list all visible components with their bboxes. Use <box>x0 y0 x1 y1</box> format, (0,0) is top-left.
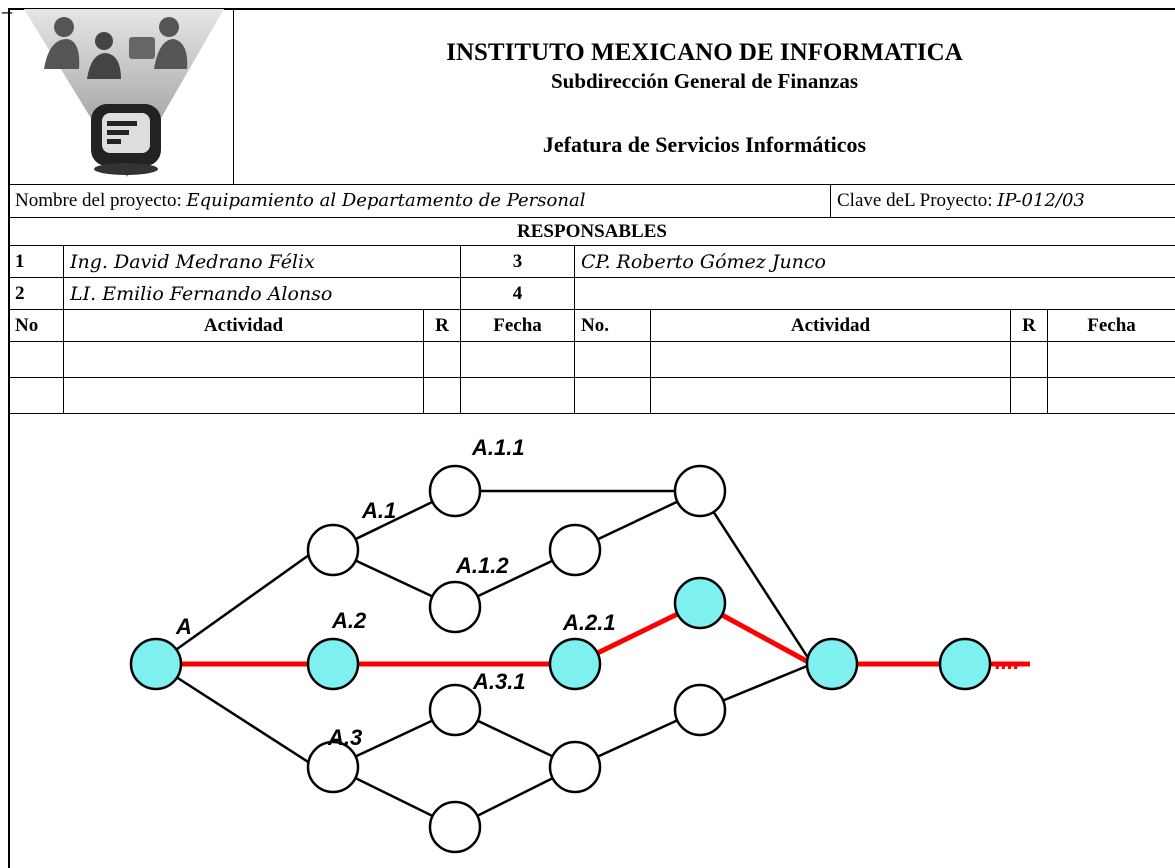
subdirection-title: Subdirección General de Finanzas <box>240 69 1169 94</box>
project-key-cell: Clave deL Proyecto: IP-012/03 <box>831 185 1175 218</box>
node-label: A.1.1 <box>471 435 525 460</box>
network-node <box>675 578 725 628</box>
col-header-fecha2: Fecha <box>1048 310 1175 342</box>
project-key-label: Clave deL Proyecto: <box>837 190 992 211</box>
responsables-title: RESPONSABLES <box>9 218 1175 246</box>
responsable-num: 4 <box>461 278 575 310</box>
department-title: Jefatura de Servicios Informáticos <box>240 132 1169 158</box>
network-node <box>550 742 600 792</box>
project-key-value: IP-012/03 <box>997 190 1085 211</box>
network-node <box>675 466 725 516</box>
table-row <box>9 342 1175 378</box>
col-header-fecha: Fecha <box>461 310 575 342</box>
responsable-name <box>575 278 1175 310</box>
node-label: A.2.1 <box>562 610 616 635</box>
network-node <box>308 525 358 575</box>
network-node <box>308 639 358 689</box>
col-header-r2: R <box>1011 310 1048 342</box>
responsable-num: 2 <box>9 278 64 310</box>
responsable-name: Ing. David Medrano Félix <box>64 246 461 278</box>
network-node <box>675 685 725 735</box>
node-label: A <box>175 614 192 639</box>
node-label: A.2 <box>331 608 367 633</box>
responsable-num: 3 <box>461 246 575 278</box>
logo-cell <box>9 9 234 185</box>
continuation-dots: .... <box>995 649 1019 674</box>
institution-title: INSTITUTO MEXICANO DE INFORMATICA <box>240 39 1169 67</box>
col-header-actividad2: Actividad <box>651 310 1011 342</box>
network-node <box>940 639 990 689</box>
network-node <box>550 525 600 575</box>
network-node <box>430 802 480 852</box>
people-computer-logo-icon <box>9 9 234 178</box>
col-header-no2: No. <box>575 310 651 342</box>
col-header-r: R <box>424 310 461 342</box>
network-node <box>430 466 480 516</box>
responsable-name: LI. Emilio Fernando Alonso <box>64 278 461 310</box>
network-node <box>807 639 857 689</box>
project-form: INSTITUTO MEXICANO DE INFORMATICA Subdir… <box>8 8 1175 414</box>
node-label: A.1 <box>361 498 396 523</box>
network-node <box>131 639 181 689</box>
network-node <box>550 639 600 689</box>
project-name-cell: Nombre del proyecto: Equipamiento al Dep… <box>9 185 831 218</box>
col-header-actividad: Actividad <box>64 310 424 342</box>
col-header-no: No <box>9 310 64 342</box>
node-label: A.3 <box>327 725 362 750</box>
node-label: A.1.2 <box>455 553 509 578</box>
network-node <box>430 582 480 632</box>
node-label: A.3.1 <box>472 669 526 694</box>
responsable-name: CP. Roberto Gómez Junco <box>575 246 1175 278</box>
project-name-label: Nombre del proyecto: <box>15 190 182 211</box>
responsable-num: 1 <box>9 246 64 278</box>
activity-network-diagram: A A.1 A.1.1 A.1.2 A.2 A.2.1 A.3 A.3.1 ..… <box>10 435 1170 865</box>
header-title-cell: INSTITUTO MEXICANO DE INFORMATICA Subdir… <box>234 9 1175 185</box>
project-name-value: Equipamiento al Departamento de Personal <box>186 190 585 211</box>
table-row <box>9 378 1175 414</box>
